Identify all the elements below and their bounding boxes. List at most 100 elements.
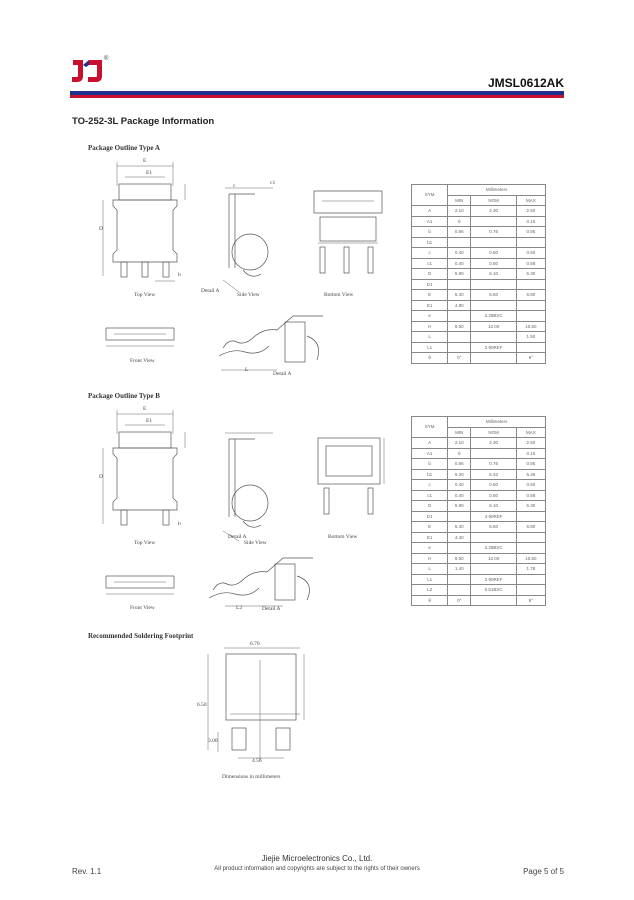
table-cell: L: [410, 331, 449, 343]
table-cell: 0.76: [470, 458, 517, 470]
table-cell: b1: [410, 468, 449, 480]
table-cell: θ: [410, 352, 449, 364]
footer-notice: All product information and copyrights a…: [214, 866, 420, 872]
header-divider-blue: [70, 91, 564, 95]
type-b-table-sym-header: SYM: [410, 416, 449, 438]
table-cell: e: [410, 310, 449, 322]
footprint-dim-top: 6.70: [250, 641, 260, 647]
table-cell: b: [410, 226, 449, 238]
table-cell: 1.40: [447, 563, 472, 575]
table-cell: 0: [447, 447, 472, 459]
table-cell: [470, 594, 517, 606]
table-cell: [515, 236, 547, 248]
table-cell: 2.90REF: [470, 341, 517, 353]
type-a-bottom-view-drawing: [313, 190, 383, 274]
table-cell: 0.40: [447, 247, 472, 259]
type-b-front-view-label: Front View: [130, 605, 155, 611]
table-cell: 0.66: [447, 226, 472, 238]
type-a-top-view-label: Top View: [134, 292, 156, 298]
table-cell: [515, 573, 547, 585]
type-b-dim-e1: E1: [146, 418, 153, 424]
table-cell: b: [410, 458, 449, 470]
table-cell: c1: [410, 257, 449, 269]
table-cell: E1: [410, 531, 449, 543]
table-cell: 2.30: [470, 205, 517, 217]
table-cell: 1.78: [515, 563, 547, 575]
table-cell: [515, 531, 547, 543]
table-cell: 4.80: [447, 299, 472, 311]
type-a-title: Package Outline Type A: [88, 144, 160, 152]
type-b-table-col-nom: NOM: [470, 426, 517, 438]
table-cell: 6.60: [470, 521, 517, 533]
table-cell: 0.40: [447, 257, 472, 269]
table-cell: 6.60: [470, 289, 517, 301]
table-cell: 5.90: [447, 500, 472, 512]
type-b-side-view-drawing: [222, 432, 273, 542]
table-cell: 6.30: [515, 500, 547, 512]
table-cell: [447, 310, 472, 322]
table-cell: 9.50: [447, 320, 472, 332]
type-a-bottom-view-label: Bottom View: [324, 292, 354, 298]
table-cell: [447, 510, 472, 522]
type-a-dim-c1: c1: [270, 180, 276, 186]
type-b-detail-a-label: Detail A: [262, 606, 281, 612]
footer-revision: Rev. 1.1: [72, 867, 102, 876]
type-a-dim-l: L: [245, 367, 249, 373]
table-cell: 6.10: [470, 268, 517, 280]
table-cell: [470, 447, 517, 459]
table-cell: 0.86: [515, 458, 547, 470]
table-cell: 0.51BSC: [470, 584, 517, 596]
table-cell: 5.46: [515, 468, 547, 480]
footer-page: Page 5 of 5: [523, 867, 564, 876]
type-a-table-sym-header: SYM: [410, 184, 449, 206]
footer-company: Jiejie Microelectronics Co., Ltd.: [261, 854, 373, 863]
table-cell: A: [410, 205, 449, 217]
table-cell: 2.50: [515, 437, 547, 449]
type-a-front-view-label: Front View: [130, 358, 155, 364]
table-cell: 0.86: [515, 226, 547, 238]
table-cell: 5.33: [470, 468, 517, 480]
part-number: JMSL0612AK: [487, 76, 564, 90]
table-cell: 0.50: [470, 479, 517, 491]
table-cell: 0.50: [470, 257, 517, 269]
table-cell: D: [410, 500, 449, 512]
footprint-title: Recommended Soldering Footprint: [88, 632, 194, 640]
type-b-top-view-label: Top View: [134, 540, 156, 546]
table-cell: [515, 310, 547, 322]
footprint-drawing: [207, 647, 305, 760]
table-cell: [447, 584, 472, 596]
table-cell: 6.30: [515, 268, 547, 280]
type-a-side-view-drawing: [222, 187, 273, 292]
type-a-dim-b: b: [178, 272, 181, 278]
table-cell: 10.50: [515, 320, 547, 332]
table-cell: c1: [410, 489, 449, 501]
table-cell: [470, 531, 517, 543]
type-a-dim-d: D: [99, 226, 103, 232]
type-a-dim-e: E: [143, 158, 147, 164]
table-cell: 0.66: [447, 458, 472, 470]
table-cell: D: [410, 268, 449, 280]
table-cell: [470, 563, 517, 575]
type-a-table-group-header: Millimeters: [447, 184, 546, 196]
table-cell: c: [410, 479, 449, 491]
table-cell: 0.50: [470, 489, 517, 501]
type-b-dim-b: b: [178, 521, 181, 527]
table-cell: L: [410, 563, 449, 575]
table-cell: [515, 299, 547, 311]
table-cell: [470, 299, 517, 311]
